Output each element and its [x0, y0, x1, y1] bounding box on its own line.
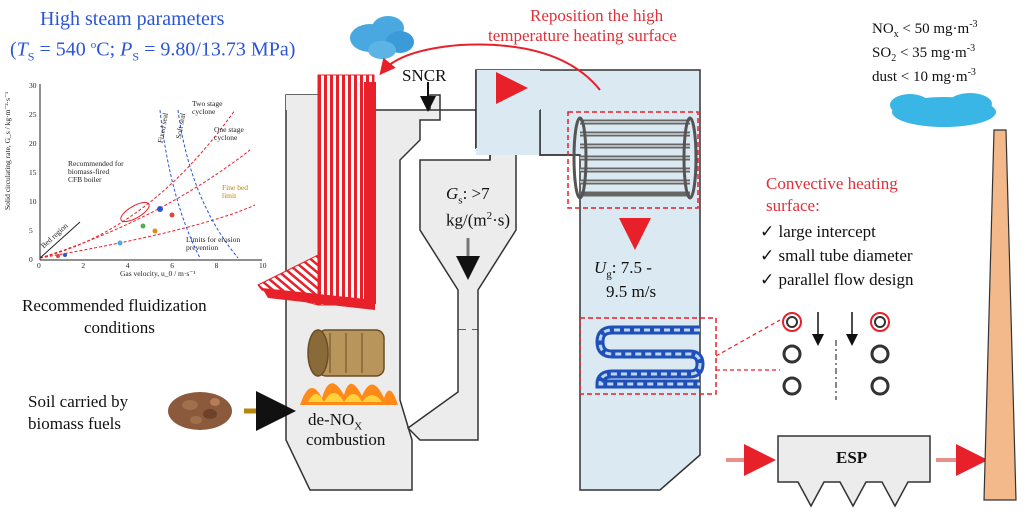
loop-seal [406, 330, 479, 441]
inset-x-tick: 6 [170, 261, 174, 270]
inset-erosion-label: Limits for erosion prevention [186, 235, 241, 252]
sncr-label: SNCR [402, 66, 447, 85]
title-line1: High steam parameters [40, 8, 225, 30]
fluidization-chart [36, 82, 266, 264]
inset-two-stage-label: Two stage cyclone [192, 99, 223, 116]
inset-x-tick: 10 [259, 261, 267, 270]
denox-line1: de-NOX [308, 410, 363, 433]
reposition-line2: temperature heating surface [488, 26, 677, 45]
inset-x-tick: 2 [81, 261, 86, 270]
inset-y-tick: 15 [29, 168, 37, 177]
esp-label: ESP [836, 448, 868, 467]
convective-item-2: ✓ small tube diameter [760, 246, 913, 265]
inset-x-tick: 8 [214, 261, 219, 270]
tube-cross-section [782, 312, 890, 400]
inset-one-stage-label: One stage cyclone [214, 125, 244, 142]
inset-y-tick: 0 [29, 255, 33, 264]
reposition-arrow [379, 43, 601, 91]
inset-y-tick: 30 [29, 81, 37, 90]
emission-so2: SO2 < 35 mg·m-3 [872, 43, 976, 64]
convective-title-line1: Convective heating [766, 174, 898, 193]
gs-line2: kg/(m2·s) [446, 210, 511, 230]
convective-tubes [579, 317, 717, 395]
inset-x-tick: 4 [125, 261, 130, 270]
recommended-caption-line2: conditions [84, 318, 155, 337]
esp-unit [777, 435, 931, 508]
inset-y-tick: 25 [29, 110, 37, 119]
denox-line2: combustion [306, 430, 386, 449]
soil-image [168, 392, 232, 430]
gs-line1: Gs: >7 [446, 184, 490, 207]
biomass-bale-icon [300, 329, 398, 405]
emission-nox: NOx < 50 mg·m-3 [872, 19, 978, 40]
inset-x-axis-label: Gas velocity, u_0 / m·s⁻¹ [120, 269, 196, 278]
chimney [983, 129, 1017, 501]
inset-y-tick: 20 [29, 139, 37, 148]
tube-bank [567, 111, 699, 209]
steam-cloud-icon [350, 16, 414, 59]
inset-y-tick: 5 [29, 226, 33, 235]
ug-line1: Ug: 7.5 - [594, 258, 652, 281]
title-line2: (TS = 540 oC; PS = 9.80/13.73 MPa) [10, 38, 296, 64]
recommended-caption-line1: Recommended fluidization [22, 296, 207, 315]
clean-air-cloud-icon [890, 93, 996, 127]
ug-line2: 9.5 m/s [606, 282, 657, 301]
soil-line2: biomass fuels [28, 414, 122, 433]
convective-item-1: ✓ large intercept [760, 222, 876, 241]
reposition-line1: Reposition the high [530, 6, 664, 25]
convective-title-line2: surface: [766, 196, 820, 215]
inset-recommended-label: Recommended for biomass-fired CFB boiler [68, 159, 124, 184]
convective-item-3: ✓ parallel flow design [760, 270, 914, 289]
emission-dust: dust < 10 mg·m-3 [872, 67, 976, 85]
inset-x-tick: 0 [37, 261, 41, 270]
inset-y-tick: 10 [29, 197, 37, 206]
inset-y-axis-label: Solid circulating rate, G_s / kg·m⁻²·s⁻¹ [3, 91, 12, 210]
soil-line1: Soil carried by [28, 392, 129, 411]
inset-fine-bed-label: Fine bed limit [222, 183, 249, 200]
